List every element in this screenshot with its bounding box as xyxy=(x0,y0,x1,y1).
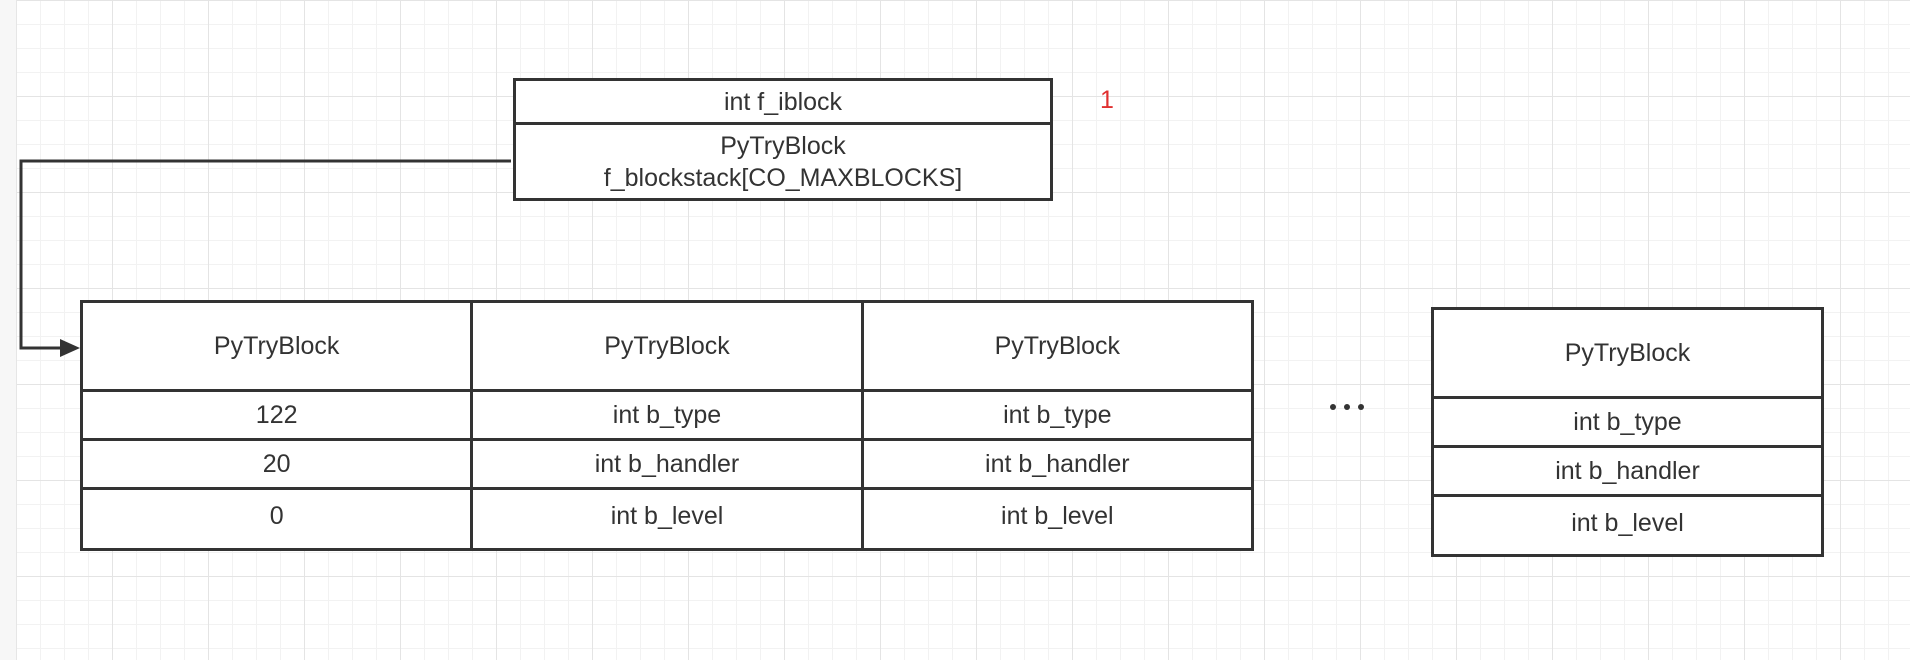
pointer-arrow-head xyxy=(60,339,80,357)
pytryblock-title: PyTryBlock xyxy=(473,303,861,392)
f-blockstack-name: f_blockstack[CO_MAXBLOCKS] xyxy=(603,163,963,192)
pytryblock-1: PyTryBlock int b_type int b_handler int … xyxy=(473,303,864,548)
f-blockstack-field: PyTryBlock f_blockstack[CO_MAXBLOCKS] xyxy=(516,125,1050,198)
b-handler-cell: int b_handler xyxy=(1434,448,1821,497)
pytryblock-title: PyTryBlock xyxy=(1434,310,1821,399)
iblock-value-annotation: 1 xyxy=(1100,86,1114,114)
pytryblock-2: PyTryBlock int b_type int b_handler int … xyxy=(863,303,1251,548)
b-type-cell: int b_type xyxy=(863,392,1251,441)
b-level-cell: int b_level xyxy=(1001,502,1114,530)
b-handler-cell: 20 xyxy=(83,441,471,490)
pytryblock-title: PyTryBlock xyxy=(83,303,471,392)
pytryblock-0: PyTryBlock 122 20 0 xyxy=(83,303,474,548)
f-iblock-field: int f_iblock xyxy=(516,81,1050,125)
b-handler-cell: int b_handler xyxy=(863,441,1251,490)
b-level-cell: 0 xyxy=(269,502,284,530)
b-handler-cell: int b_handler xyxy=(473,441,861,490)
b-level-cell: int b_level xyxy=(1571,509,1684,537)
ellipsis-dot xyxy=(1344,404,1350,410)
b-level-cell: int b_level xyxy=(610,502,724,530)
ellipsis-dot xyxy=(1330,404,1336,410)
b-type-cell: int b_type xyxy=(1434,399,1821,448)
ellipsis-dot xyxy=(1358,404,1364,410)
ellipsis-icon xyxy=(1330,404,1364,410)
frame-object-box: int f_iblock PyTryBlock f_blockstack[CO_… xyxy=(513,78,1053,201)
pytryblock-last: PyTryBlock int b_type int b_handler int … xyxy=(1431,307,1824,557)
b-type-cell: 122 xyxy=(83,392,471,441)
f-blockstack-type: PyTryBlock xyxy=(720,131,846,160)
pytryblock-title: PyTryBlock xyxy=(863,303,1251,392)
canvas-left-margin xyxy=(0,0,17,660)
b-type-cell: int b_type xyxy=(473,392,861,441)
blockstack-array: PyTryBlock 122 20 0 PyTryBlock int b_typ… xyxy=(80,300,1254,551)
